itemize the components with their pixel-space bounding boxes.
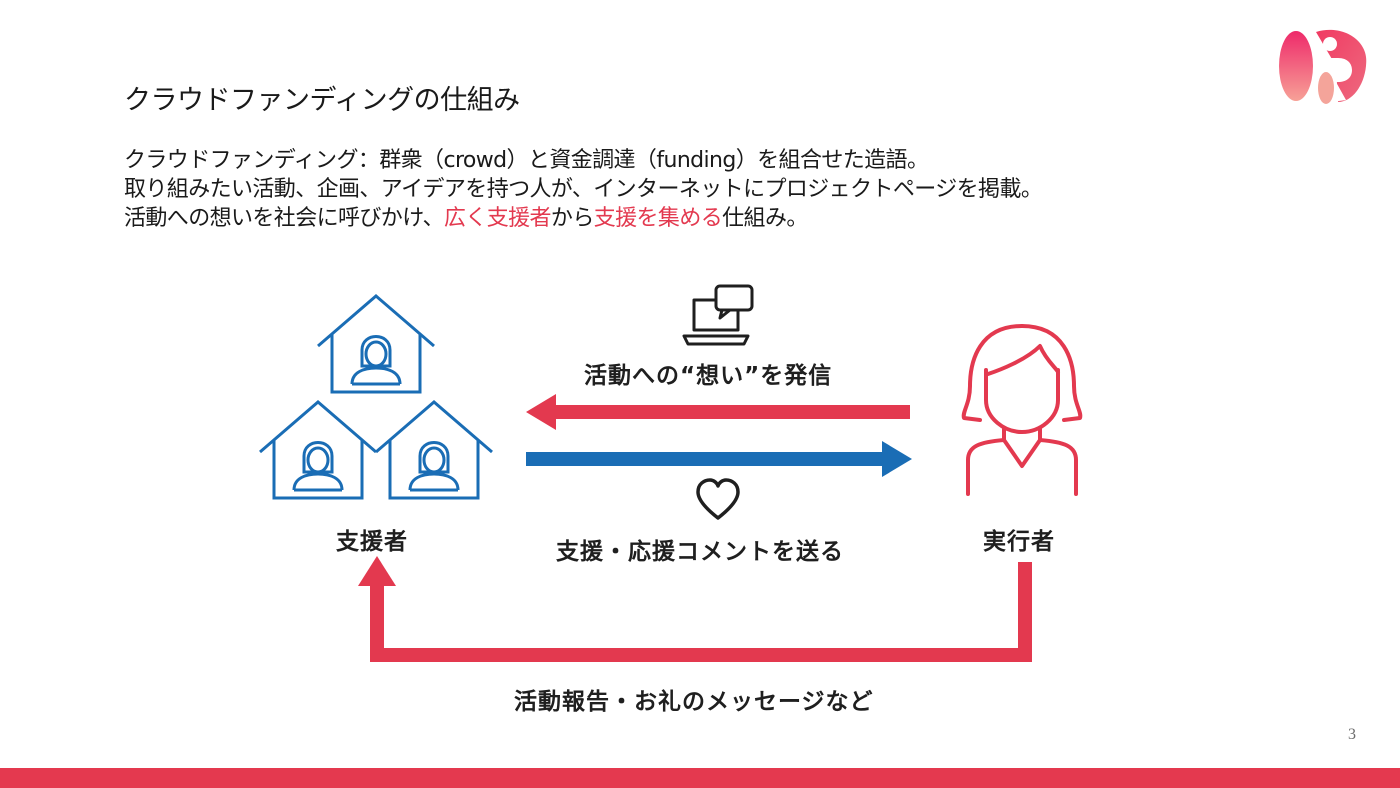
house-person-icon [316,294,436,394]
laptop-chat-icon [682,284,754,346]
description-line-2: 取り組みたい活動、企画、アイデアを持つ人が、インターネットにプロジェクトページを… [124,177,1043,202]
description-line-3: 活動への想いを社会に呼びかけ、広く支援者から支援を集める仕組み。 [124,204,1042,233]
slide-title: クラウドファンディングの仕組み [124,85,520,116]
footer-bar [0,768,1400,788]
top-arrow-label: 活動への“想い”を発信 [584,363,833,389]
highlight-gather-support: 支援を集める [593,206,723,231]
executor-label: 実行者 [983,529,1055,555]
send-thoughts-arrow [526,394,910,430]
description-line-1: クラウドファンディング：群衆（crowd）と資金調達（funding）を組合せた… [124,148,929,173]
report-back-arrow [358,556,1032,662]
house-person-icon [258,400,378,500]
middle-arrow-label: 支援・応援コメントを送る [556,539,844,565]
slide-description: クラウドファンディング：群衆（crowd）と資金調達（funding）を組合せた… [124,146,1043,233]
description-line-3-part-1: 活動への想いを社会に呼びかけ、 [124,206,445,231]
send-support-arrow [526,441,912,477]
person-icon [961,324,1083,496]
page-number: 3 [1348,726,1356,743]
app-logo-icon [1279,29,1367,104]
heart-icon [696,478,740,520]
description-line-3-part-2: から [550,206,594,231]
highlight-wide-supporters: 広く支援者 [443,206,552,231]
description-line-3-part-3: 仕組み。 [722,206,808,231]
house-person-icon [374,400,494,500]
supporters-label: 支援者 [336,529,408,555]
bottom-arrow-label: 活動報告・お礼のメッセージなど [514,689,874,715]
